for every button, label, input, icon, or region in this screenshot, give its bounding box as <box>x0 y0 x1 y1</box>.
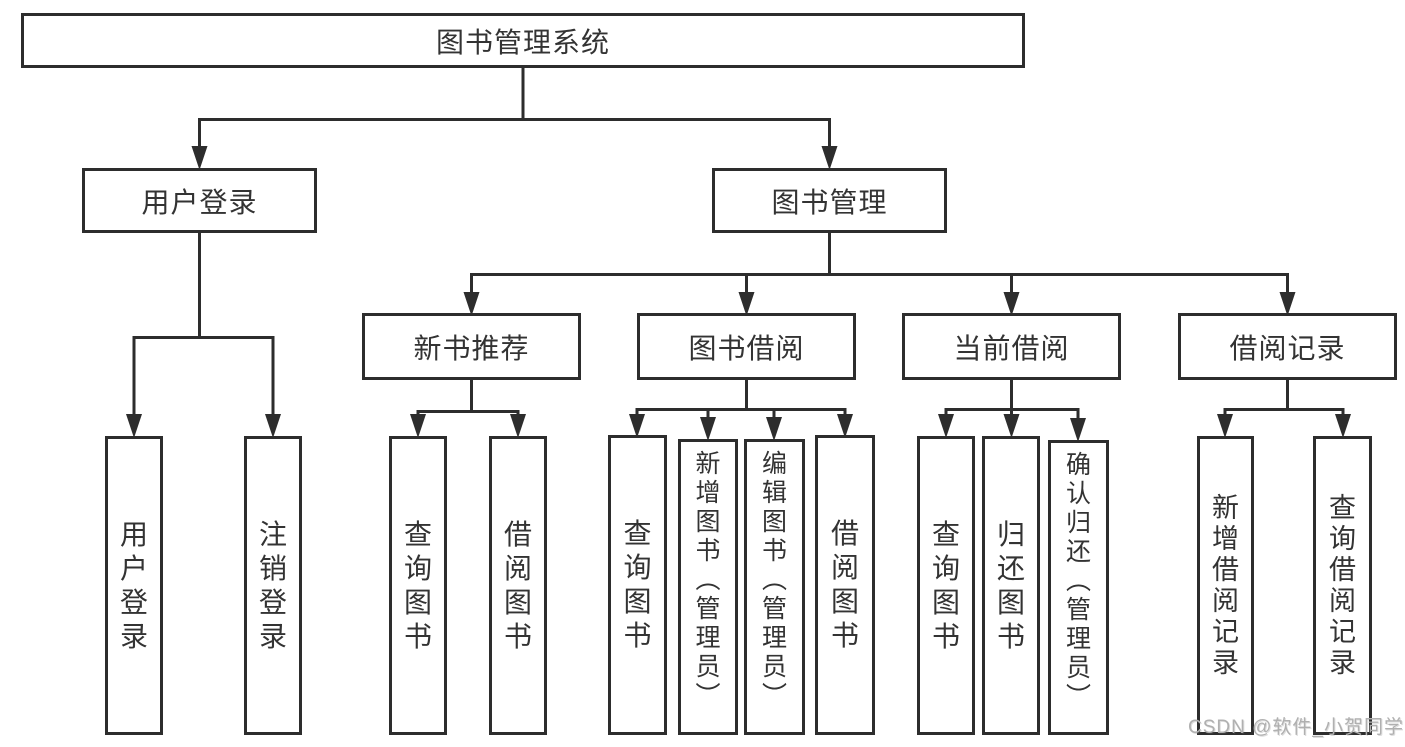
leaf-query-book-recommend: 查询图书 <box>389 436 447 735</box>
node-book-management: 图书管理 <box>712 168 947 233</box>
node-user-login: 用户登录 <box>82 168 317 233</box>
node-new-book-recommend: 新书推荐 <box>362 313 581 380</box>
node-current-borrow-label: 当前借阅 <box>953 332 1070 364</box>
leaf-query-borrow-record: 查询借阅记录 <box>1313 436 1372 735</box>
leaf-confirm-return-admin: 确认归还︵管理员︶ <box>1048 440 1109 735</box>
node-book-borrow: 图书借阅 <box>637 313 856 380</box>
leaf-edit-book-admin: 编辑图书︵管理员︶ <box>744 439 805 735</box>
leaf-add-book-admin: 新增图书︵管理员︶ <box>678 439 738 735</box>
arrowheads <box>126 146 1351 442</box>
node-user-login-label: 用户登录 <box>141 186 258 218</box>
node-borrow-record: 借阅记录 <box>1178 313 1397 380</box>
node-current-borrow: 当前借阅 <box>902 313 1121 380</box>
csdn-watermark: CSDN @软件_小贺同学 <box>1188 717 1404 738</box>
node-book-borrow-label: 图书借阅 <box>688 332 805 364</box>
leaf-return-book: 归还图书 <box>982 436 1040 735</box>
leaf-query-book-borrow: 查询图书 <box>608 435 667 735</box>
leaf-user-login: 用户登录 <box>105 436 163 735</box>
leaf-add-borrow-record: 新增借阅记录 <box>1197 436 1254 735</box>
node-root-library-system: 图书管理系统 <box>21 13 1025 68</box>
leaf-query-book-current: 查询图书 <box>917 436 975 735</box>
node-root-label: 图书管理系统 <box>435 26 610 58</box>
node-borrow-record-label: 借阅记录 <box>1229 332 1346 364</box>
leaf-logout: 注销登录 <box>244 436 302 735</box>
leaf-borrow-book-recommend: 借阅图书 <box>489 436 547 735</box>
node-new-book-recommend-label: 新书推荐 <box>413 332 530 364</box>
leaf-borrow-book-borrow: 借阅图书 <box>815 435 875 735</box>
node-book-management-label: 图书管理 <box>771 186 888 218</box>
